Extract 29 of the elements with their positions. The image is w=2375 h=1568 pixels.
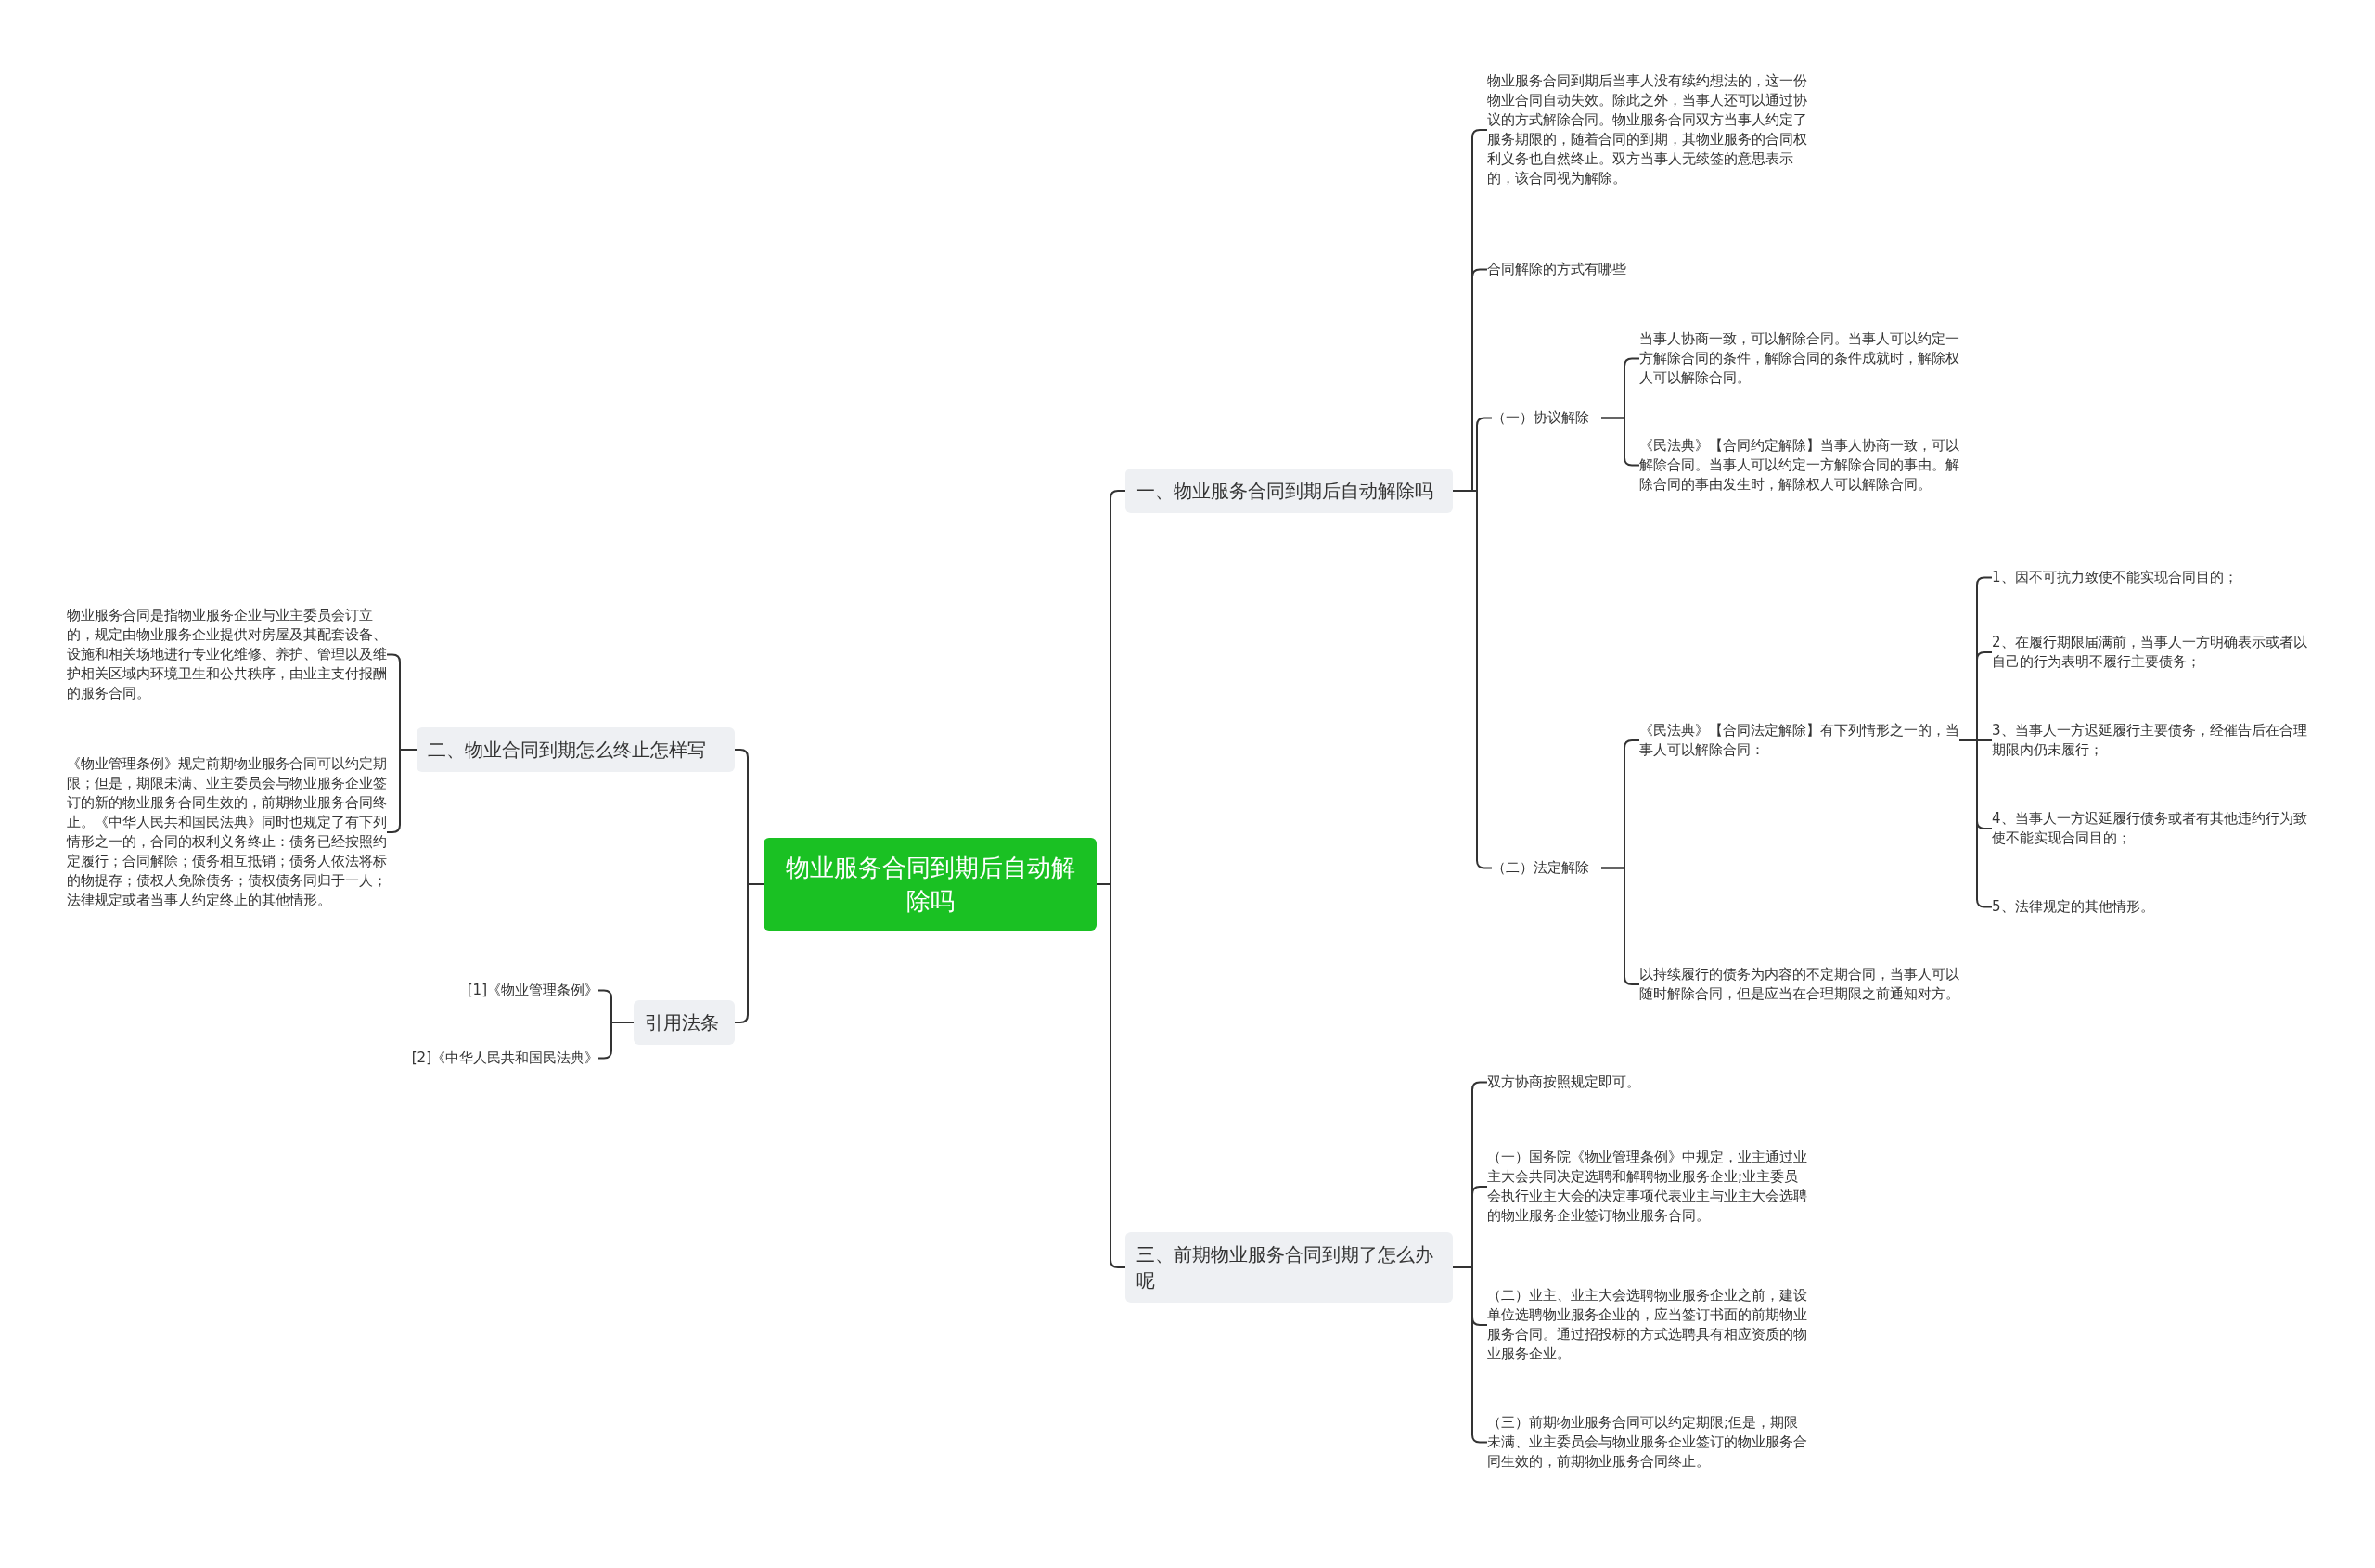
note-text: 物业服务合同是指物业服务企业与业主委员会订立的，规定由物业服务企业提供对房屋及其配套设备、设施和相关场地进行专业化维修、养护、管理以及维护相关区域内环境卫生和公共秩序，由业主支付报酬的服务合同。 — [67, 606, 387, 703]
note-text: 双方协商按照规定即可。 — [1487, 1073, 1807, 1092]
topic-box: 三、前期物业服务合同到期了怎么办呢 — [1125, 1232, 1453, 1303]
root-topic-box: 物业服务合同到期后自动解除吗 — [764, 838, 1097, 931]
note-text: 2、在履行期限届满前，当事人一方明确表示或者以自己的行为表明不履行主要债务； — [1992, 633, 2312, 672]
note-text: 4、当事人一方迟延履行债务或者有其他违约行为致使不能实现合同目的； — [1992, 809, 2312, 848]
note-text: 《民法典》【合同法定解除】有下列情形之一的，当事人可以解除合同： — [1639, 721, 1959, 760]
note-text: 《民法典》【合同约定解除】当事人协商一致，可以解除合同。当事人可以约定一方解除合同的事由。解除合同的事由发生时，解除权人可以解除合同。 — [1639, 436, 1959, 495]
note-text: 5、法律规定的其他情形。 — [1992, 897, 2312, 917]
topic-box: 引用法条 — [634, 1000, 735, 1045]
note-text: 合同解除的方式有哪些 — [1487, 260, 1807, 279]
note-text: （三）前期物业服务合同可以约定期限;但是，期限未满、业主委员会与物业服务企业签订的物业服务合同生效的，前期物业服务合同终止。 — [1487, 1413, 1807, 1472]
topic-box: 一、物业服务合同到期后自动解除吗 — [1125, 469, 1453, 513]
connector-line — [734, 883, 764, 1023]
note-text: （二）业主、业主大会选聘物业服务企业之前，建设单位选聘物业服务企业的，应当签订书面的前期物业服务合同。通过招投标的方式选聘具有相应资质的物业服务企业。 — [1487, 1286, 1807, 1364]
note-text: 以持续履行的债务为内容的不定期合同，当事人可以随时解除合同，但是应当在合理期限之前通知对方。 — [1639, 965, 1959, 1004]
note-text: 《物业管理条例》规定前期物业服务合同可以约定期限；但是，期限未满、业主委员会与物业服务企业签订的新的物业服务合同生效的，前期物业服务合同终止。《中华人民共和国民法典》同时也规定了有下列情形之一的，合同的权利义务终止：债务已经按照约定履行；合同解除；债务相互抵销；债务人依法将标的物提存；债权人免除债务；债权债务同归于一人；法律规定或者当事人约定终止的其他情形。 — [67, 754, 387, 910]
note-text: 3、当事人一方迟延履行主要债务，经催告后在合理期限内仍未履行； — [1992, 721, 2312, 760]
note-text: 当事人协商一致，可以解除合同。当事人可以约定一方解除合同的条件，解除合同的条件成就时，解除权人可以解除合同。 — [1639, 329, 1959, 388]
note-text: [1]《物业管理条例》 — [390, 981, 598, 1000]
topic-box: 二、物业合同到期怎么终止怎样写 — [417, 727, 735, 772]
note-text: （二）法定解除 — [1492, 858, 1601, 878]
note-text: （一）协议解除 — [1492, 408, 1601, 428]
note-text: 物业服务合同到期后当事人没有续约想法的，这一份物业合同自动失效。除此之外，当事人还可以通过协议的方式解除合同。物业服务合同双方当事人约定了服务期限的，随着合同的到期，其物业服务的合同权利义务也自然终止。双方当事人无续签的意思表示的，该合同视为解除。 — [1487, 71, 1807, 188]
note-text: [2]《中华人民共和国民法典》 — [353, 1048, 598, 1068]
note-text: （一）国务院《物业管理条例》中规定，业主通过业主大会共同决定选聘和解聘物业服务企业;业主委员会执行业主大会的决定事项代表业主与业主大会选聘的物业服务企业签订物业服务合同。 — [1487, 1148, 1807, 1226]
connector-line — [1600, 417, 1640, 467]
note-text: 1、因不可抗力致使不能实现合同目的； — [1992, 568, 2312, 587]
connector-line — [597, 1022, 635, 1060]
